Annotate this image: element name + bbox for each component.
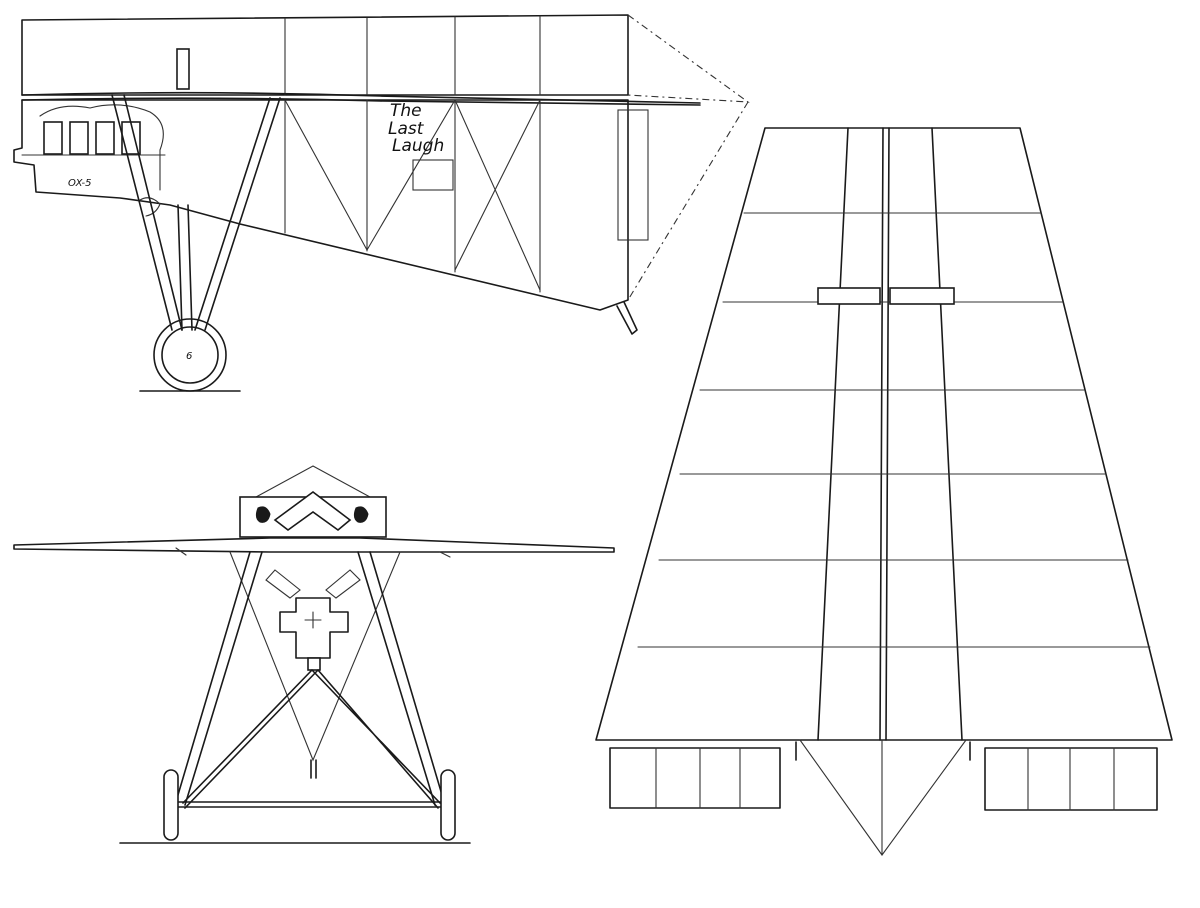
svg-text:Last: Last (388, 119, 425, 139)
top-wing (595, 127, 1173, 741)
engine-label: OX-5 (68, 178, 92, 189)
side-view: OX-5 6 The Last Laugh (13, 14, 750, 392)
front-wing (13, 537, 615, 553)
wheel-label: 6 (186, 351, 192, 362)
top-view (595, 127, 1173, 856)
front-wheel-left (163, 769, 179, 841)
side-wing (21, 14, 629, 96)
side-gear-strut (111, 94, 281, 331)
top-stabilizer-right (984, 747, 1158, 811)
nose-art: The Last Laugh (388, 101, 444, 156)
svg-text:The: The (390, 101, 422, 121)
side-fuselage (13, 99, 629, 311)
engine: OX-5 (21, 104, 166, 217)
front-gear-struts (174, 551, 446, 806)
front-view (13, 465, 615, 844)
top-tail (799, 739, 967, 856)
top-stabilizer-left (609, 747, 781, 809)
svg-text:Laugh: Laugh (392, 136, 444, 156)
front-wheel-right (440, 769, 456, 841)
front-fuselage (279, 597, 349, 659)
